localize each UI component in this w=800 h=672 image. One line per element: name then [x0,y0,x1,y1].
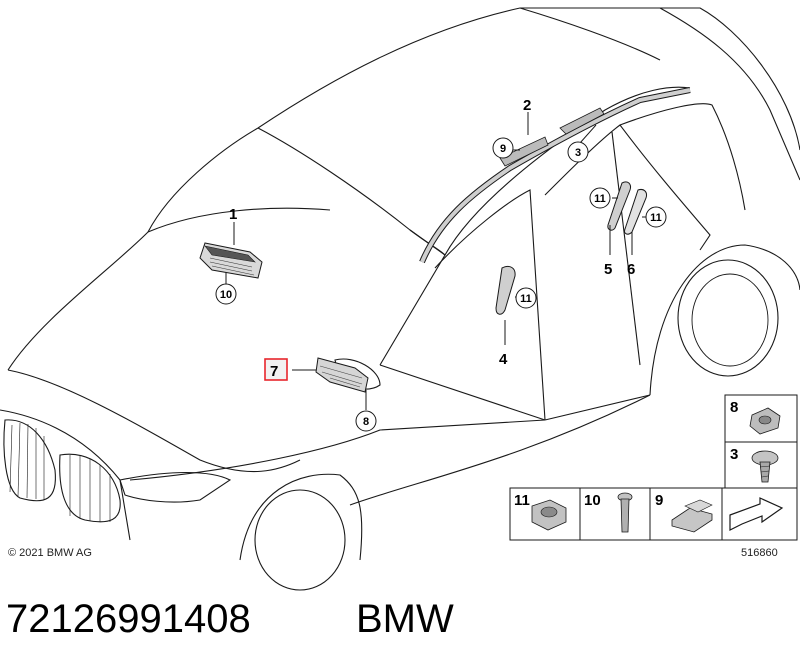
callout-6: 6 [627,261,635,278]
hardware-legend: 8 3 11 10 9 [509,394,798,541]
brand-name: BMW [356,597,454,641]
head-airbag-part [419,87,691,264]
circled-callout-8: 8 [355,410,377,432]
callout-4: 4 [499,351,508,368]
clip-nut-icon [749,407,781,435]
circled-callout-10: 10 [215,283,237,305]
circled-callout-11-b: 11 [589,187,611,209]
leader-lines [225,112,648,410]
part-number: 72126991408 [6,597,251,641]
direction-arrow-icon [729,497,784,531]
circled-8-label: 8 [363,416,369,428]
callout-7: 7 [270,363,278,380]
callout-2: 2 [523,97,531,114]
knee-airbag-part [315,357,369,393]
circled-11-label: 11 [520,293,532,305]
callout-5: 5 [604,261,612,278]
c-pillar-trim-parts [607,181,647,235]
circled-11-label: 11 [594,193,606,205]
screw-icon [751,450,779,483]
clip-nut-9-icon [671,499,713,533]
circled-3-label: 3 [575,147,581,159]
legend-9-label: 9 [655,492,663,509]
circled-callout-3: 3 [567,141,589,163]
legend-8-label: 8 [730,399,738,416]
callout-7-highlight [264,358,288,381]
b-pillar-trim-part [495,265,516,315]
circled-callout-11-c: 11 [645,206,667,228]
circled-11-label: 11 [650,212,662,224]
passenger-airbag-part [199,242,263,279]
drawing-number: 516860 [741,547,778,559]
circled-9-label: 9 [500,143,506,155]
legend-11-label: 11 [514,492,530,509]
circled-callout-11-a: 11 [515,287,537,309]
legend-10-label: 10 [584,492,601,509]
copyright-text: © 2021 BMW AG [8,547,92,559]
legend-3-label: 3 [730,446,738,463]
callout-1: 1 [229,206,237,223]
hex-flange-nut-icon [531,499,567,531]
circled-10-label: 10 [220,289,232,301]
bolt-icon [617,492,633,533]
circled-callout-9: 9 [492,137,514,159]
